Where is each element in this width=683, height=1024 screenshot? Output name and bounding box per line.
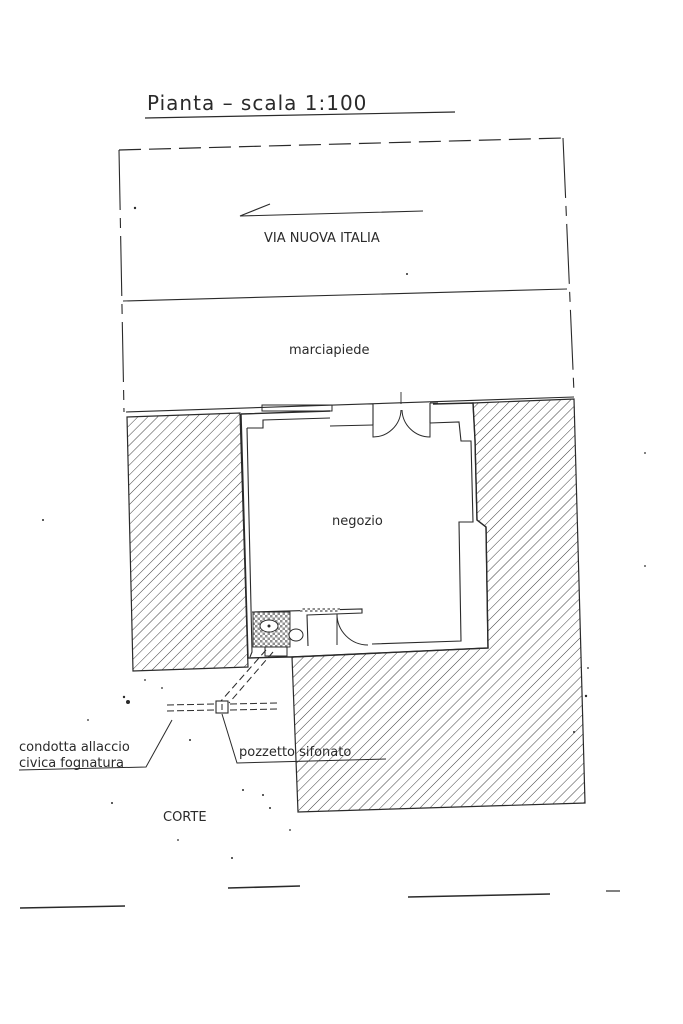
pipe-label-line-1: condotta allaccio (19, 740, 130, 755)
entrance-door-left-leaf (372, 404, 402, 438)
scan-specks (42, 206, 646, 859)
rear-step (264, 646, 288, 657)
sewer-pipe-diagonal-b (228, 651, 274, 704)
washbasin-icon (288, 628, 304, 642)
shop-label: negozio (332, 514, 383, 529)
bottom-boundary-right (407, 893, 551, 898)
sewer-pipe-right-a (229, 702, 278, 705)
shop-inner-wall-top-left (247, 417, 331, 429)
entrance-door-right-leaf (401, 404, 431, 438)
street-boundary-top (118, 137, 564, 151)
shop-inner-wall-right (329, 421, 474, 645)
sewer-pipe-right-b (229, 708, 278, 711)
trap-label-leader (221, 713, 387, 764)
sidewalk-label: marciapiede (289, 343, 370, 358)
title-underline (144, 111, 456, 119)
street-direction-arrow (239, 203, 424, 217)
pipe-label-leader (18, 719, 173, 771)
pipe-label-line-2: civica fognatura (19, 756, 124, 771)
drawing-title: Pianta – scala 1:100 (147, 91, 367, 115)
sewer-pipe-left-b (166, 709, 217, 712)
courtyard-label: CORTE (163, 810, 207, 825)
street-boundary-right (562, 137, 575, 394)
toilet-drain-icon (267, 624, 271, 628)
neighbor-building-left (126, 412, 249, 672)
sewer-pipe-left-a (166, 703, 217, 706)
street-name-label: VIA NUOVA ITALIA (264, 231, 380, 246)
wc-door-swing (336, 613, 369, 646)
bottom-boundary-left (19, 905, 126, 909)
sidewalk-edge-line (122, 288, 568, 302)
wc-partition-tiles (300, 608, 340, 612)
trap-label: pozzetto sifonato (239, 745, 351, 760)
shop-front-window (261, 404, 333, 412)
building-front-line (125, 396, 575, 413)
street-boundary-left (118, 149, 125, 413)
sewer-pipe-diagonal-a (220, 649, 267, 702)
bottom-boundary-mid (227, 885, 301, 889)
entrance-door-jambs (365, 402, 438, 425)
shop-inner-wall (246, 427, 253, 658)
